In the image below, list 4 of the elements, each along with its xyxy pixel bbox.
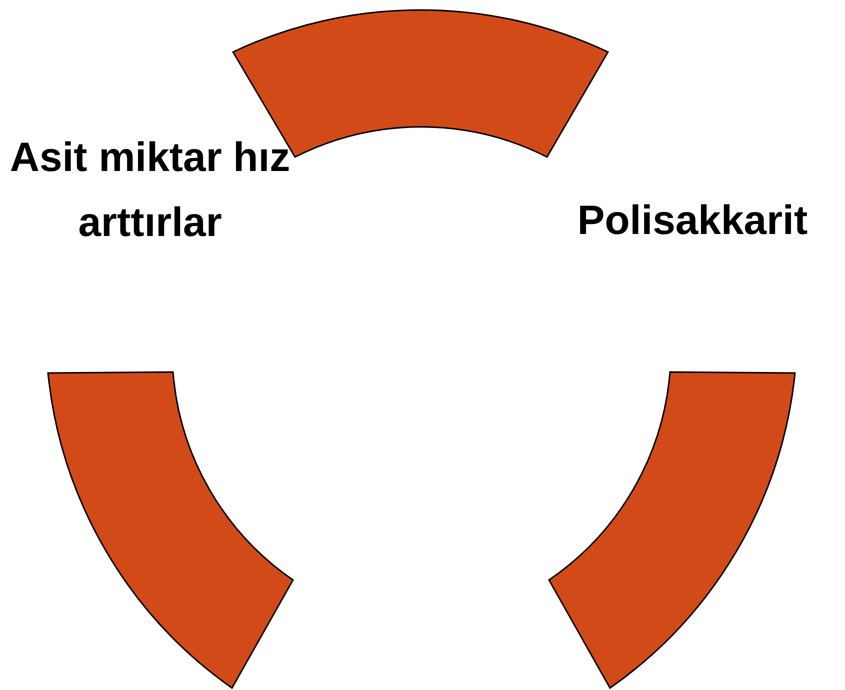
ring-segment [47, 371, 294, 689]
ring-segment [548, 371, 796, 689]
label-text: Asit miktar hız arttırlar [8, 133, 292, 247]
label-text: Polisakkarit [576, 196, 809, 245]
